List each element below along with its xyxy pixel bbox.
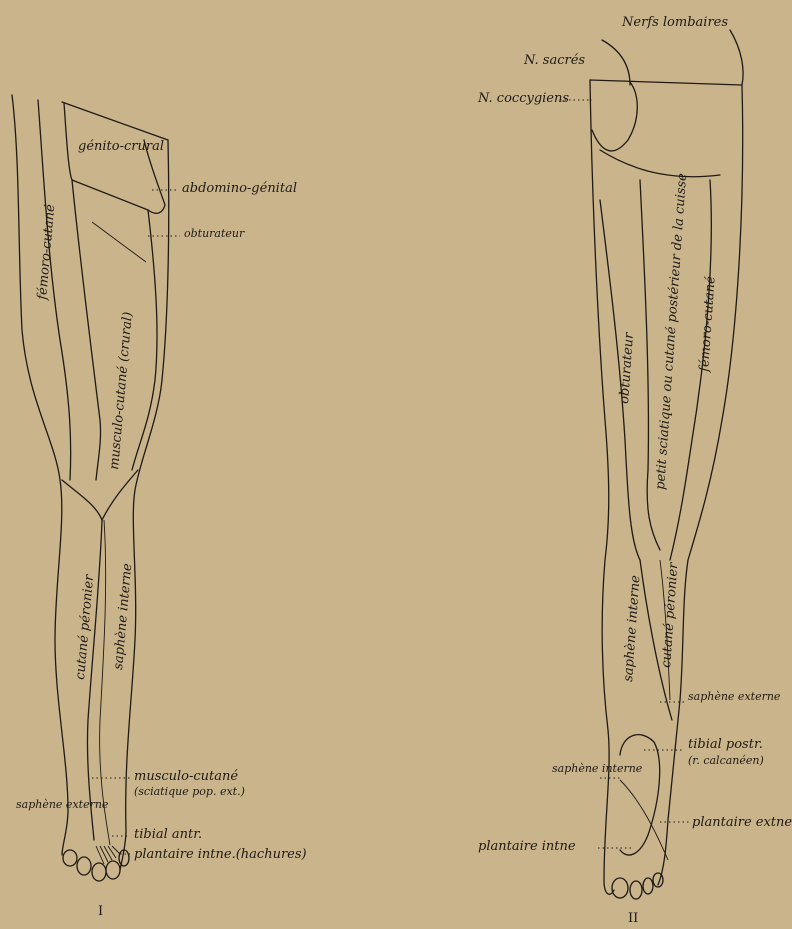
fig2-outline-top-right — [730, 30, 743, 85]
fig1-toes — [63, 846, 129, 881]
fig1-label-genito: génito-crural — [78, 139, 164, 154]
fig1-label-peronier: cutané péronier — [73, 573, 97, 680]
fig2-lumbar-curve — [602, 40, 630, 85]
fig1-label-plantaire: plantaire intne.(hachures) — [134, 847, 307, 862]
fig2-label-saphene-int-leg: saphène interne — [621, 574, 643, 682]
fig1-label-saphene-int: saphène interne — [111, 562, 135, 670]
fig2-gluteal-fold — [600, 150, 720, 177]
fig1-number: I — [98, 904, 103, 919]
fig2-label-femoro: fémoro-cutané — [697, 275, 719, 373]
fig1-knee-left — [62, 480, 102, 520]
fig1-label-saphene-ext: saphène externe — [16, 798, 109, 811]
fig1-label-obturateur: obturateur — [184, 227, 245, 240]
fig2-label-calcaneen: (r. calcanéen) — [688, 754, 764, 767]
fig2-number: II — [628, 911, 638, 925]
fig1-musculo-right — [132, 210, 157, 470]
fig1-label-tibial: tibial antr. — [134, 827, 202, 842]
fig2-heel-inner — [620, 780, 668, 860]
figure-i — [12, 95, 180, 881]
fig1-shin-divide2 — [100, 520, 110, 845]
fig1-genito-box — [64, 103, 165, 213]
fig2-label-coccygiens: N. coccygiens — [477, 91, 569, 106]
fig1-label-musculo-cutane: musculo-cutané — [134, 769, 238, 784]
fig2-label-sacres: N. sacrés — [523, 53, 585, 68]
fig1-obturateur-line — [92, 222, 146, 262]
fig2-top — [590, 80, 742, 85]
fig1-outline-left — [12, 95, 68, 855]
fig1-shin-divide — [87, 520, 102, 840]
fig2-label-plantaire-int: plantaire intne — [478, 839, 576, 854]
fig2-label-saphene-ext: saphène externe — [688, 690, 781, 703]
fig2-petit-sciatique — [640, 180, 660, 550]
fig2-label-petit-sciatique: petit sciatique ou cutané postérieur de … — [653, 172, 690, 490]
fig1-label-musculo-crural: musculo-cutané (crural) — [107, 311, 136, 470]
fig1-top — [62, 102, 168, 140]
fig1-label-abdomino: abdomino-génital — [182, 181, 297, 196]
fig1-outline-right — [120, 140, 169, 870]
fig2-toes — [612, 873, 663, 899]
fig1-label-femoro: fémoro-cutané — [35, 203, 58, 301]
fig2-label-obturateur: obturateur — [617, 331, 637, 404]
fig2-label-plantaire-ext: plantaire extne — [692, 815, 792, 830]
fig2-heel — [620, 735, 660, 855]
fig2-buttock — [592, 82, 637, 151]
fig2-label-tibial: tibial postr. — [688, 737, 763, 752]
fig1-label-sciatique: (sciatique pop. ext.) — [134, 785, 245, 798]
fig2-label-lombaires: Nerfs lombaires — [621, 15, 728, 30]
fig1-knee-right — [102, 470, 138, 520]
fig2-label-saphene-int: saphène interne — [552, 762, 643, 775]
